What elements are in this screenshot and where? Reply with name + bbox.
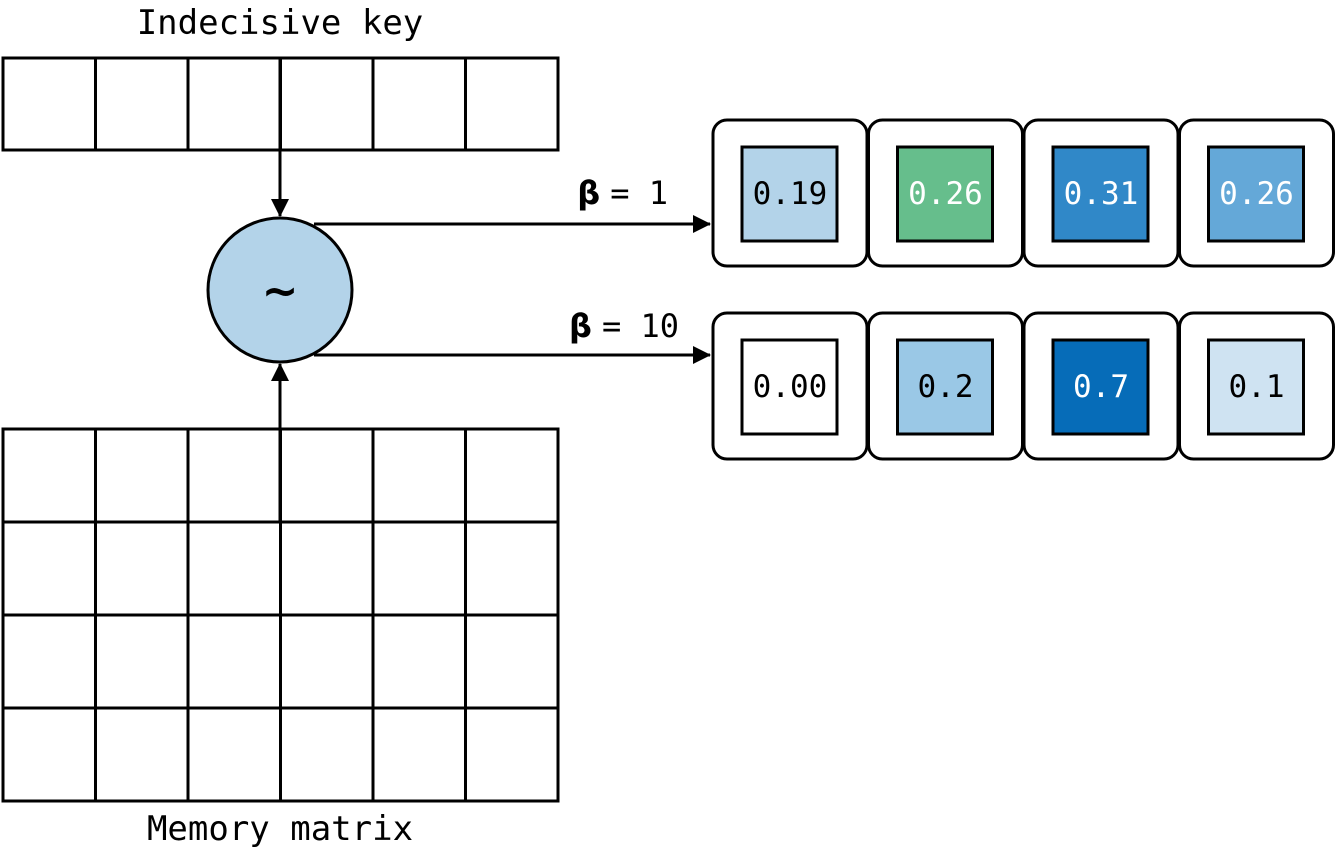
beta1-label: β = 1	[577, 174, 668, 212]
memory-cell	[94, 427, 190, 524]
memory-label: Memory matrix	[147, 809, 413, 848]
similarity-node	[206, 216, 354, 364]
memory-cell	[186, 427, 282, 524]
memory-cell	[371, 613, 467, 710]
key-cell	[371, 56, 467, 152]
memory-cell	[371, 520, 467, 617]
weight-value: 0.19	[753, 176, 828, 212]
memory-cell	[279, 427, 375, 524]
beta10-value: = 10	[602, 307, 679, 345]
memory-cell	[1, 706, 97, 803]
weight-cell	[1051, 338, 1150, 436]
weight-value: 0.2	[918, 369, 974, 405]
memory-cell	[279, 613, 375, 710]
memory-cell	[94, 520, 190, 617]
memory-cell	[464, 520, 560, 617]
key-label: Indecisive key	[137, 3, 424, 43]
weight-value: 0.00	[753, 369, 828, 405]
memory-matrix	[1, 427, 560, 803]
memory-cell	[94, 613, 190, 710]
weight-value: 0.31	[1064, 176, 1139, 212]
beta1-symbol: β	[577, 174, 600, 212]
weight-cell	[896, 338, 994, 436]
weight-cell	[740, 145, 839, 243]
memory-cell	[1, 613, 97, 710]
weight-value: 0.26	[1219, 176, 1294, 212]
key-vector	[1, 56, 560, 152]
weight-cell	[1207, 338, 1305, 436]
memory-cell	[464, 613, 560, 710]
memory-cell	[94, 706, 190, 803]
beta10-label: β = 10	[569, 307, 679, 345]
weight-value: 0.7	[1073, 369, 1129, 405]
memory-cell	[186, 706, 282, 803]
beta10-symbol: β	[569, 307, 592, 345]
key-cell	[464, 56, 560, 152]
memory-cell	[1, 520, 97, 617]
memory-cell	[186, 520, 282, 617]
key-cell	[94, 56, 190, 152]
weight-cell	[896, 145, 994, 243]
key-cell	[1, 56, 97, 152]
memory-cell	[1, 427, 97, 524]
key-cell	[186, 56, 282, 152]
weight-value: 0.1	[1229, 369, 1285, 405]
memory-cell	[464, 706, 560, 803]
beta1-value: = 1	[610, 174, 668, 212]
memory-cell	[371, 706, 467, 803]
weights-beta1-row: 0.19 0.26 0.31 0.26	[711, 118, 1335, 268]
weight-cell	[740, 338, 839, 436]
similarity-icon: ~	[262, 266, 299, 317]
weight-value: 0.26	[908, 176, 983, 212]
weight-cell	[1051, 145, 1150, 243]
memory-cell	[186, 613, 282, 710]
memory-cell	[279, 706, 375, 803]
weights-beta10-row: 0.00 0.2 0.7 0.1	[711, 311, 1335, 461]
memory-cell	[279, 520, 375, 617]
memory-cell	[371, 427, 467, 524]
weight-cell	[1207, 145, 1305, 243]
key-cell	[279, 56, 375, 152]
memory-cell	[464, 427, 560, 524]
